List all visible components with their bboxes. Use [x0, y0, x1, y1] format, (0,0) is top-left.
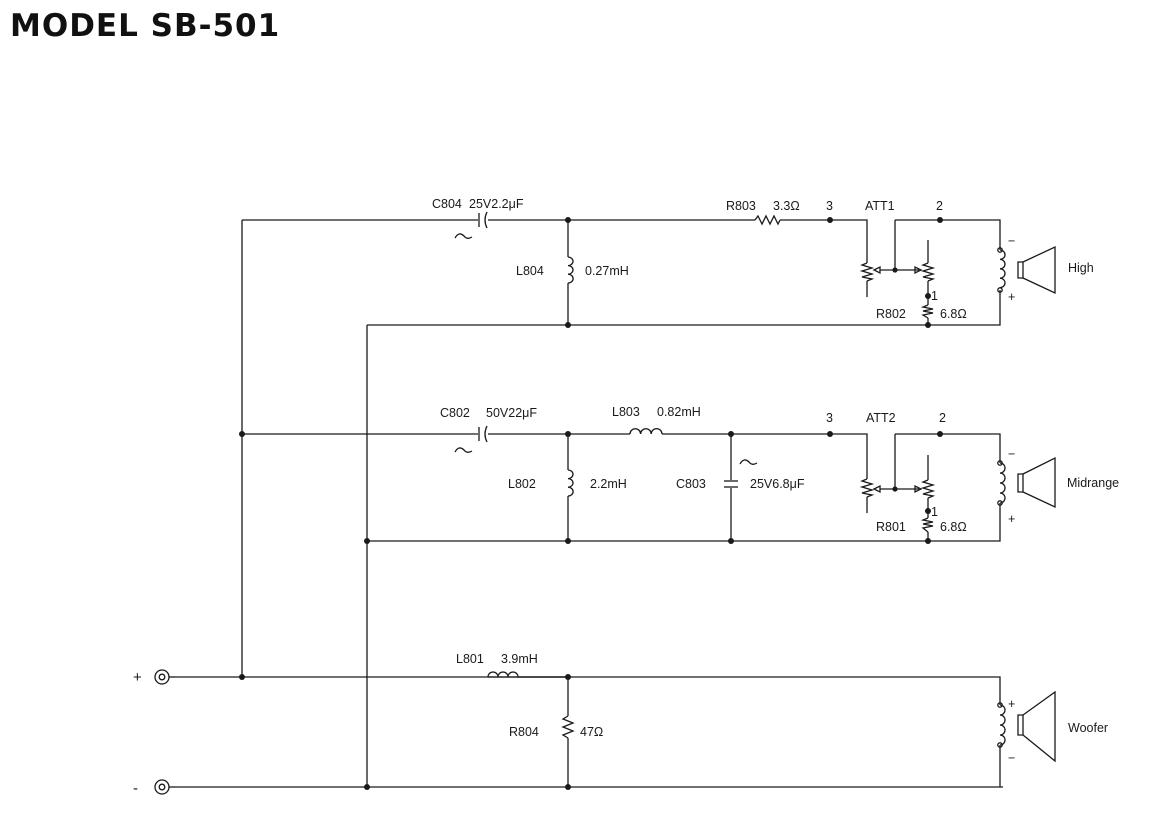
junction-dots — [239, 217, 943, 790]
resistor-r804 — [561, 715, 575, 739]
woofer-minus: − — [1008, 751, 1015, 765]
att1-pin3: 3 — [826, 199, 833, 213]
capacitor-c804 — [454, 211, 488, 239]
high-plus: + — [1008, 290, 1015, 304]
l803-ref: L803 — [612, 405, 640, 419]
l801-value: 3.9mH — [501, 652, 538, 666]
terminal-minus-label: - — [133, 780, 138, 797]
l802-ref: L802 — [508, 477, 536, 491]
resistor-r801 — [920, 517, 934, 533]
attenuator-att1[interactable] — [859, 262, 936, 282]
att2-pin1: 1 — [931, 505, 938, 519]
speaker-midrange-label: Midrange — [1067, 476, 1119, 490]
att1-pin1: 1 — [931, 289, 938, 303]
mid-minus: − — [1008, 447, 1015, 461]
woofer-plus: + — [1008, 697, 1015, 711]
r804-value: 47Ω — [580, 725, 603, 739]
l803-value: 0.82mH — [657, 405, 701, 419]
high-minus: − — [1008, 234, 1015, 248]
speaker-woofer — [997, 690, 1056, 763]
attenuator-att2[interactable] — [859, 478, 936, 499]
inductor-l802 — [567, 469, 574, 497]
wires — [175, 219, 1003, 788]
speaker-high — [997, 245, 1056, 295]
l804-ref: L804 — [516, 264, 544, 278]
page-title: MODEL SB-501 — [10, 8, 281, 44]
speaker-midrange — [997, 456, 1056, 509]
att1-pin2: 2 — [936, 199, 943, 213]
inductor-l801 — [487, 671, 567, 678]
c802-value: 50V22μF — [486, 406, 537, 420]
r803-ref: R803 — [726, 199, 756, 213]
r802-ref: R802 — [876, 307, 906, 321]
c804-ref: C804 — [432, 197, 462, 211]
r802-value: 6.8Ω — [940, 307, 967, 321]
att2-pin2: 2 — [939, 411, 946, 425]
c803-value: 25V6.8μF — [750, 477, 805, 491]
att2-ref: ATT2 — [866, 411, 896, 425]
r801-ref: R801 — [876, 520, 906, 534]
mid-plus: + — [1008, 512, 1015, 526]
c802-ref: C802 — [440, 406, 470, 420]
att1-ref: ATT1 — [865, 199, 895, 213]
capacitor-c802 — [454, 425, 488, 453]
c804-value: 25V2.2μF — [469, 197, 524, 211]
l801-ref: L801 — [456, 652, 484, 666]
speaker-woofer-label: Woofer — [1068, 721, 1108, 735]
c803-ref: C803 — [676, 477, 706, 491]
terminal-plus-label: + — [133, 669, 142, 686]
r803-value: 3.3Ω — [773, 199, 800, 213]
att2-pin3: 3 — [826, 411, 833, 425]
l804-value: 0.27mH — [585, 264, 629, 278]
capacitor-c803 — [724, 459, 758, 488]
l802-value: 2.2mH — [590, 477, 627, 491]
r804-ref: R804 — [509, 725, 539, 739]
resistor-r802 — [920, 304, 934, 319]
speaker-high-label: High — [1068, 261, 1094, 275]
input-terminal-negative[interactable] — [154, 779, 175, 795]
inductor-l803 — [629, 428, 663, 435]
input-terminal-positive[interactable] — [154, 669, 175, 685]
inductor-l804 — [567, 256, 574, 284]
resistor-r803 — [754, 214, 781, 226]
r801-value: 6.8Ω — [940, 520, 967, 534]
